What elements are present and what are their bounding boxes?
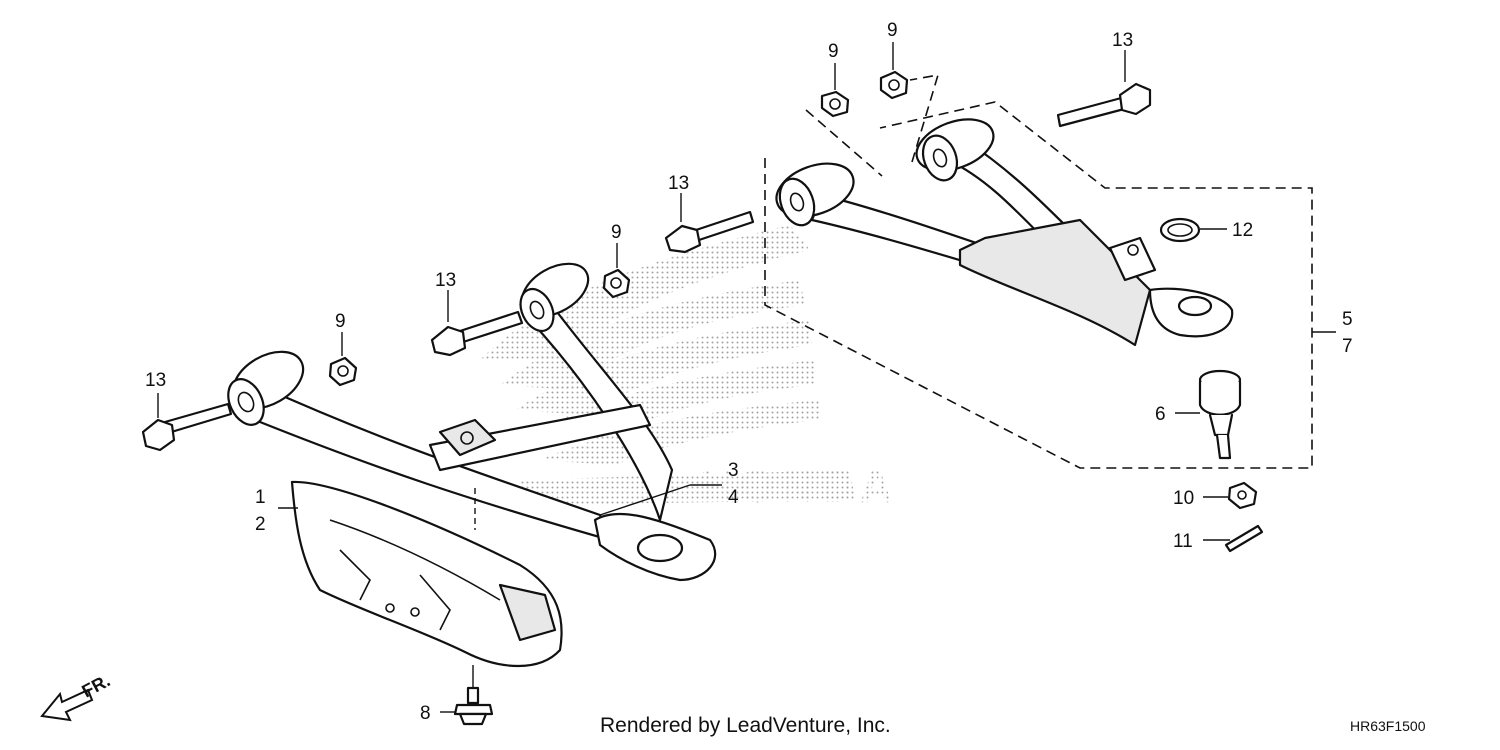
bolt-13-lower-rear (430, 310, 524, 357)
callout-6: 6 (1155, 404, 1166, 425)
front-direction-indicator: FR. (40, 670, 113, 722)
callout-7: 7 (1342, 336, 1353, 357)
watermark-honda-text: HONDA (700, 460, 899, 512)
castle-nut-10 (1227, 481, 1258, 510)
callout-9-lower-front: 9 (335, 311, 346, 332)
callout-2: 2 (255, 514, 266, 535)
nut-9-upper-front (820, 90, 850, 118)
circlip-12 (1159, 217, 1201, 243)
upper-arm (775, 118, 1234, 347)
bolt-13-upper-rear (1056, 82, 1152, 128)
callout-5: 5 (1342, 309, 1353, 330)
callout-13-upper-rear: 13 (1112, 30, 1133, 51)
honda-wing-watermark: HONDA (480, 225, 899, 512)
diagram-code: HR63F1500 (1350, 718, 1426, 734)
lower-arm (227, 262, 717, 582)
screw-8 (453, 686, 494, 726)
leader-lines (157, 42, 1336, 713)
callout-12: 12 (1232, 220, 1253, 241)
front-arrow-icon (40, 688, 94, 722)
callout-13-lower-front: 13 (145, 370, 166, 391)
bolt-13-upper-front (664, 210, 755, 254)
callout-9-lower-rear: 9 (611, 222, 622, 243)
ball-joint-6 (1198, 369, 1242, 460)
callout-1: 1 (255, 487, 266, 508)
callout-4: 4 (728, 487, 739, 508)
callout-9-upper-rear: 9 (887, 20, 898, 41)
callout-9-upper-front: 9 (828, 41, 839, 62)
bolt-13-lower-front (141, 402, 233, 452)
callout-13-upper-front: 13 (668, 173, 689, 194)
upper-arm-assembly-outline (764, 73, 1313, 469)
callout-13-lower-rear: 13 (435, 270, 456, 291)
nut-9-lower-front (328, 356, 358, 387)
nut-9-upper-rear (879, 70, 909, 100)
nut-9-lower-rear (602, 268, 631, 299)
cotter-pin-11 (1224, 524, 1264, 553)
callout-11: 11 (1173, 531, 1193, 552)
lower-arm-guard (290, 480, 563, 667)
callout-10: 10 (1173, 488, 1194, 509)
render-credit: Rendered by LeadVenture, Inc. (600, 714, 891, 737)
callout-3: 3 (728, 460, 739, 481)
callout-8: 8 (420, 703, 431, 724)
